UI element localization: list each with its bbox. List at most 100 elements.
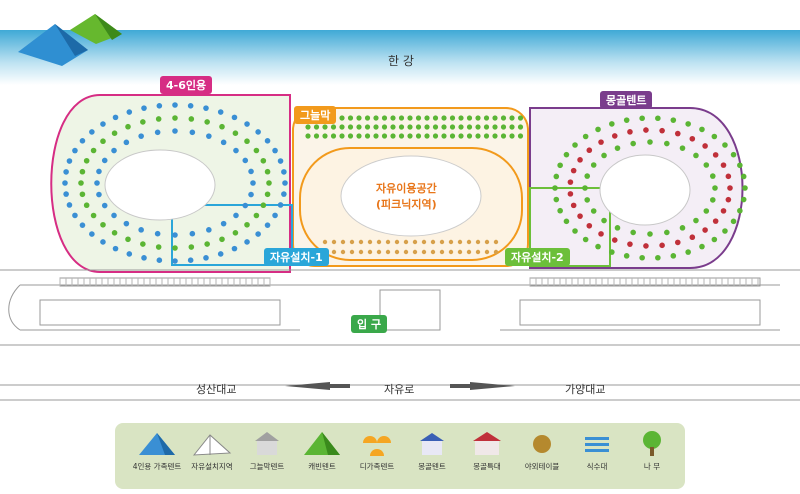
- tent-site-marker[interactable]: [356, 124, 362, 130]
- tent-site-marker[interactable]: [623, 253, 630, 259]
- tent-site-marker[interactable]: [66, 158, 73, 164]
- tent-site-marker[interactable]: [322, 133, 328, 139]
- tent-site-marker[interactable]: [699, 243, 705, 250]
- tent-site-marker[interactable]: [483, 124, 490, 130]
- tent-site-marker[interactable]: [233, 147, 239, 154]
- tent-site-marker[interactable]: [125, 123, 131, 130]
- tent-site-marker[interactable]: [475, 249, 481, 255]
- tent-site-marker[interactable]: [466, 115, 473, 121]
- tent-site-marker[interactable]: [219, 123, 225, 130]
- tent-site-marker[interactable]: [281, 191, 287, 197]
- tent-site-marker[interactable]: [255, 129, 261, 135]
- tent-site-marker[interactable]: [398, 124, 405, 130]
- tent-site-marker[interactable]: [552, 185, 558, 191]
- tent-site-marker[interactable]: [693, 217, 699, 224]
- tent-site-marker[interactable]: [448, 239, 454, 245]
- tent-site-marker[interactable]: [244, 138, 250, 145]
- tent-site-marker[interactable]: [570, 167, 577, 174]
- tent-site-marker[interactable]: [339, 115, 345, 121]
- tent-site-marker[interactable]: [572, 228, 578, 234]
- tent-site-marker[interactable]: [100, 121, 106, 127]
- tent-site-marker[interactable]: [441, 115, 447, 121]
- tent-site-marker[interactable]: [630, 229, 636, 236]
- tent-site-marker[interactable]: [441, 133, 447, 139]
- tent-site-marker[interactable]: [639, 254, 645, 261]
- tent-site-marker[interactable]: [432, 133, 439, 139]
- tent-site-marker[interactable]: [742, 185, 748, 191]
- tent-site-marker[interactable]: [331, 249, 337, 255]
- tent-site-marker[interactable]: [412, 239, 418, 245]
- tent-site-marker[interactable]: [232, 130, 239, 137]
- tent-site-marker[interactable]: [331, 239, 337, 245]
- tent-site-marker[interactable]: [703, 208, 710, 214]
- tent-site-marker[interactable]: [231, 114, 238, 121]
- zone-tag-free1[interactable]: 자유설치-1: [264, 248, 329, 266]
- tent-site-marker[interactable]: [364, 115, 371, 121]
- tent-site-marker[interactable]: [277, 202, 284, 208]
- tent-site-marker[interactable]: [155, 116, 162, 122]
- tent-site-marker[interactable]: [376, 249, 382, 255]
- tent-site-marker[interactable]: [282, 180, 288, 186]
- tent-site-marker[interactable]: [112, 245, 119, 252]
- tent-site-marker[interactable]: [403, 249, 409, 255]
- tent-site-marker[interactable]: [458, 133, 464, 139]
- tent-site-marker[interactable]: [217, 251, 224, 257]
- tent-site-marker[interactable]: [204, 119, 210, 125]
- tent-site-marker[interactable]: [79, 191, 86, 198]
- tent-site-marker[interactable]: [586, 222, 593, 229]
- tent-site-marker[interactable]: [509, 124, 515, 130]
- tent-site-marker[interactable]: [441, 124, 447, 130]
- tent-site-marker[interactable]: [647, 231, 653, 237]
- tent-site-marker[interactable]: [664, 140, 670, 147]
- tent-site-marker[interactable]: [83, 157, 90, 164]
- tent-site-marker[interactable]: [563, 151, 570, 158]
- tent-site-marker[interactable]: [582, 236, 589, 243]
- tent-site-marker[interactable]: [100, 239, 106, 245]
- tent-site-marker[interactable]: [219, 236, 225, 243]
- tent-site-marker[interactable]: [567, 191, 574, 197]
- tent-site-marker[interactable]: [674, 130, 681, 137]
- tent-site-marker[interactable]: [79, 168, 86, 175]
- tent-site-marker[interactable]: [305, 133, 311, 139]
- tent-site-marker[interactable]: [567, 179, 574, 185]
- tent-site-marker[interactable]: [172, 232, 178, 238]
- tent-site-marker[interactable]: [570, 202, 577, 209]
- tent-site-marker[interactable]: [424, 133, 430, 139]
- tent-site-marker[interactable]: [655, 115, 661, 122]
- tent-site-marker[interactable]: [432, 115, 439, 121]
- tent-site-marker[interactable]: [424, 124, 430, 130]
- tent-site-marker[interactable]: [172, 128, 178, 134]
- tent-site-marker[interactable]: [347, 133, 354, 139]
- tent-site-marker[interactable]: [83, 202, 90, 209]
- tent-site-marker[interactable]: [702, 227, 708, 233]
- tent-site-marker[interactable]: [493, 249, 499, 255]
- tent-site-marker[interactable]: [643, 243, 649, 249]
- tent-site-marker[interactable]: [231, 245, 238, 252]
- tent-site-marker[interactable]: [398, 133, 405, 139]
- tent-site-marker[interactable]: [702, 143, 708, 149]
- tent-site-marker[interactable]: [394, 249, 400, 255]
- tent-site-marker[interactable]: [500, 124, 507, 130]
- tent-site-marker[interactable]: [264, 222, 271, 228]
- tent-site-marker[interactable]: [94, 180, 100, 186]
- tent-site-marker[interactable]: [412, 249, 418, 255]
- tent-site-marker[interactable]: [123, 139, 130, 146]
- tent-site-marker[interactable]: [112, 114, 119, 121]
- tent-site-marker[interactable]: [373, 133, 379, 139]
- tent-site-marker[interactable]: [90, 147, 97, 154]
- tent-site-marker[interactable]: [390, 115, 396, 121]
- tent-site-marker[interactable]: [601, 152, 607, 159]
- tent-site-marker[interactable]: [260, 202, 267, 209]
- tent-site-marker[interactable]: [720, 208, 727, 214]
- tent-site-marker[interactable]: [63, 169, 69, 175]
- tent-site-marker[interactable]: [577, 213, 583, 219]
- tent-site-marker[interactable]: [204, 241, 210, 247]
- tent-site-marker[interactable]: [725, 196, 732, 203]
- tent-site-marker[interactable]: [439, 239, 445, 245]
- tent-site-marker[interactable]: [407, 133, 413, 139]
- tent-site-marker[interactable]: [140, 241, 146, 247]
- tent-site-marker[interactable]: [373, 124, 379, 130]
- tent-site-marker[interactable]: [730, 218, 737, 225]
- tent-site-marker[interactable]: [264, 168, 271, 175]
- tent-site-marker[interactable]: [188, 244, 195, 250]
